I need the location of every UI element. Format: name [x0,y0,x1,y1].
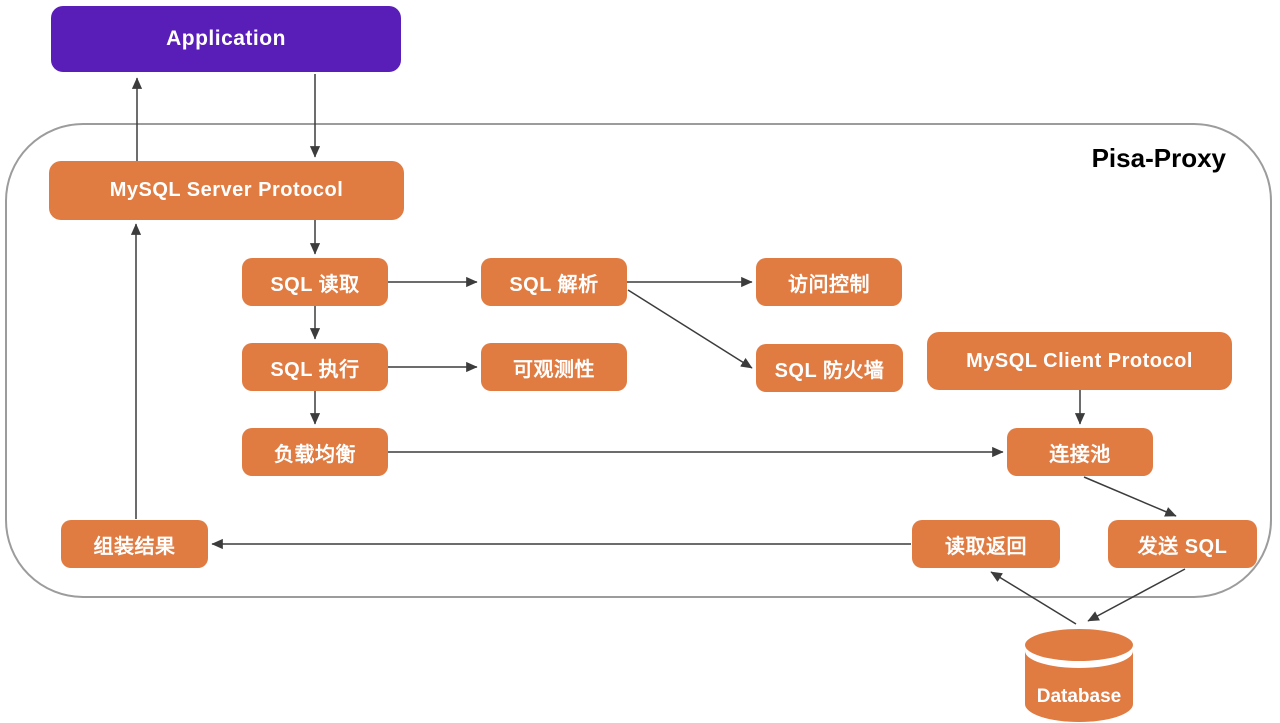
node-sql-parse: SQL 解析 [481,258,627,306]
node-application: Application [51,6,401,72]
node-mysql-server-protocol: MySQL Server Protocol [49,161,404,220]
node-sql-firewall: SQL 防火墙 [756,344,903,392]
database-label: Database [1036,686,1122,707]
node-assemble-result: 组装结果 [61,520,208,568]
node-database: Database [1023,628,1135,723]
node-mysql-client-protocol: MySQL Client Protocol [927,332,1232,390]
node-sql-execute: SQL 执行 [242,343,388,391]
node-load-balancing: 负载均衡 [242,428,388,476]
pisa-proxy-title: Pisa-Proxy [1091,143,1226,173]
node-sql-read: SQL 读取 [242,258,388,306]
database-cylinder-icon [1025,629,1133,722]
node-access-control: 访问控制 [756,258,902,306]
node-send-sql: 发送 SQL [1108,520,1257,568]
node-connection-pool: 连接池 [1007,428,1153,476]
node-observability: 可观测性 [481,343,627,391]
node-read-return: 读取返回 [912,520,1060,568]
